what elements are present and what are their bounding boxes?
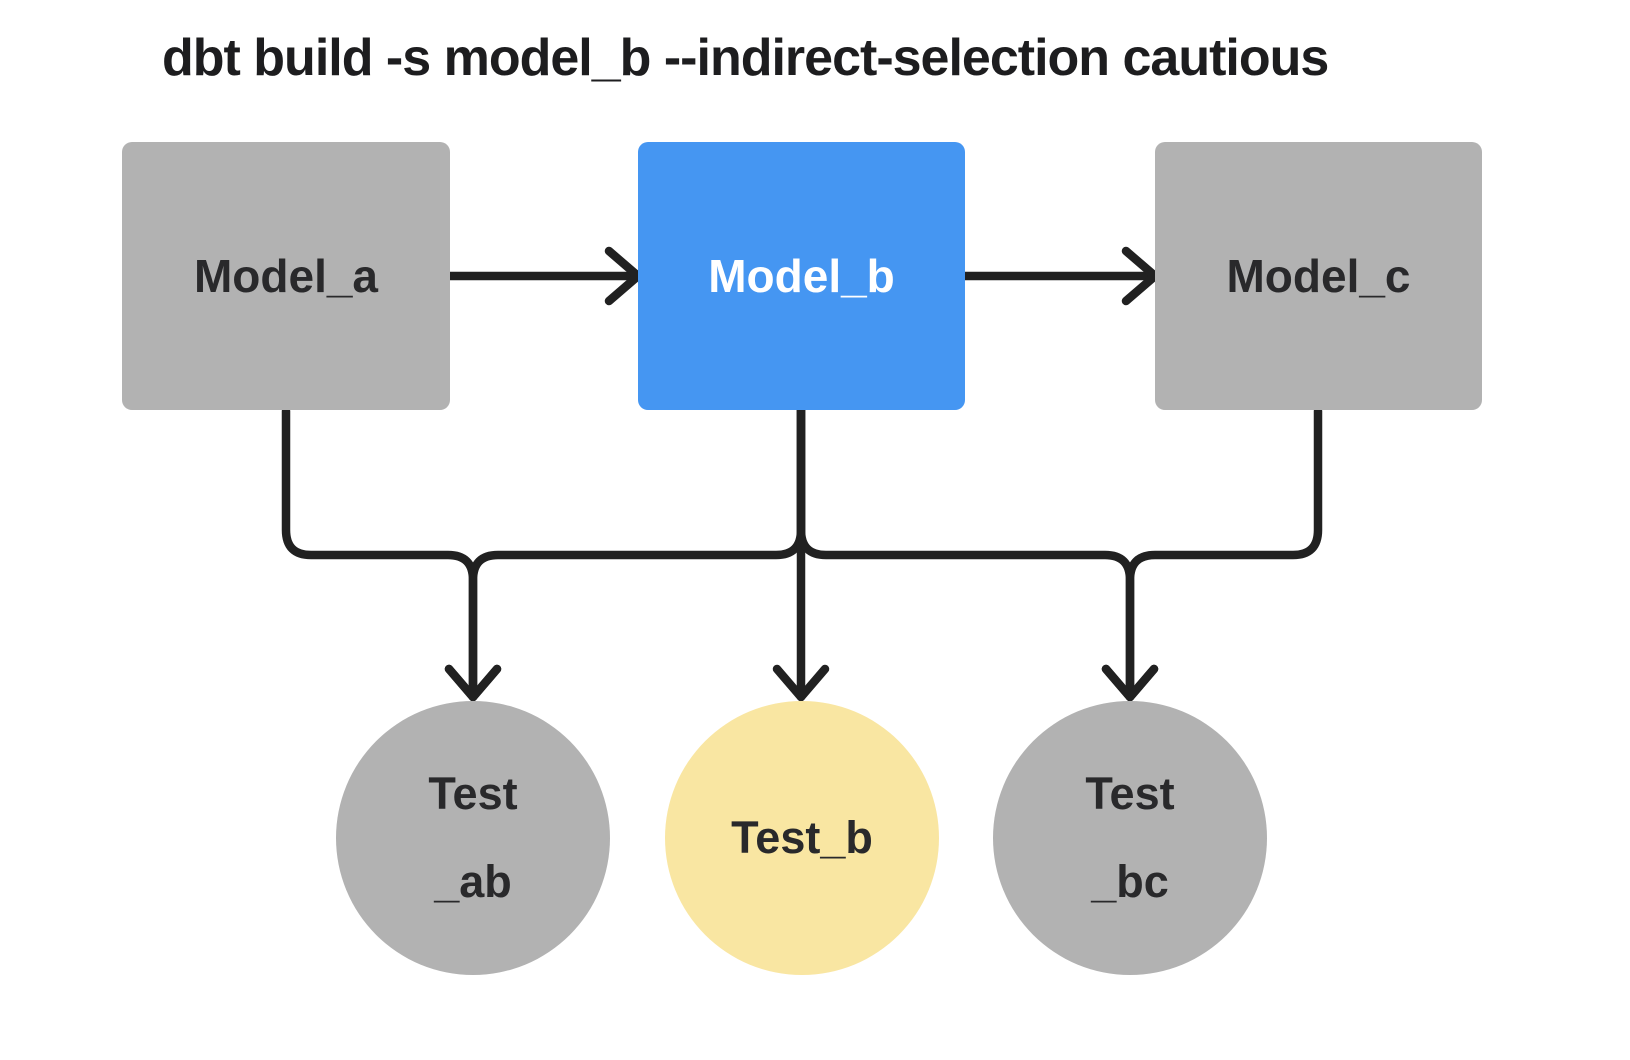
node-test-ab-label-line2: _ab [434, 856, 512, 907]
edge-model-c-to-test-bc [1125, 406, 1323, 702]
node-test-bc-label-line2: _bc [1091, 856, 1169, 907]
node-test-ab: Test _ab [336, 701, 610, 975]
node-test-bc: Test _bc [993, 701, 1267, 975]
node-model-c-label: Model_c [1226, 250, 1411, 302]
node-test-b-label: Test_b [731, 812, 873, 863]
node-model-c: Model_c [1155, 142, 1482, 410]
node-model-a-label: Model_a [193, 250, 379, 302]
diagram-title: dbt build -s model_b --indirect-selectio… [162, 29, 1329, 87]
node-model-b: Model_b [638, 142, 965, 410]
edge-model-c-to-test-bc-arrowhead [1101, 664, 1159, 702]
edge-model-b-to-test-ab-arrowhead [444, 664, 502, 702]
edge-model-a-to-test-ab [281, 406, 478, 702]
edge-model-b-to-test-b-arrowhead [772, 664, 830, 702]
node-model-b-label: Model_b [708, 250, 895, 302]
node-test-b: Test_b [665, 701, 939, 975]
node-model-a: Model_a [122, 142, 450, 410]
edge-model-b-to-test-ab [468, 404, 806, 702]
edge-model-b-to-test-bc [796, 404, 1135, 702]
node-test-ab-label-line1: Test [428, 768, 518, 819]
node-test-bc-label-line1: Test [1085, 768, 1175, 819]
